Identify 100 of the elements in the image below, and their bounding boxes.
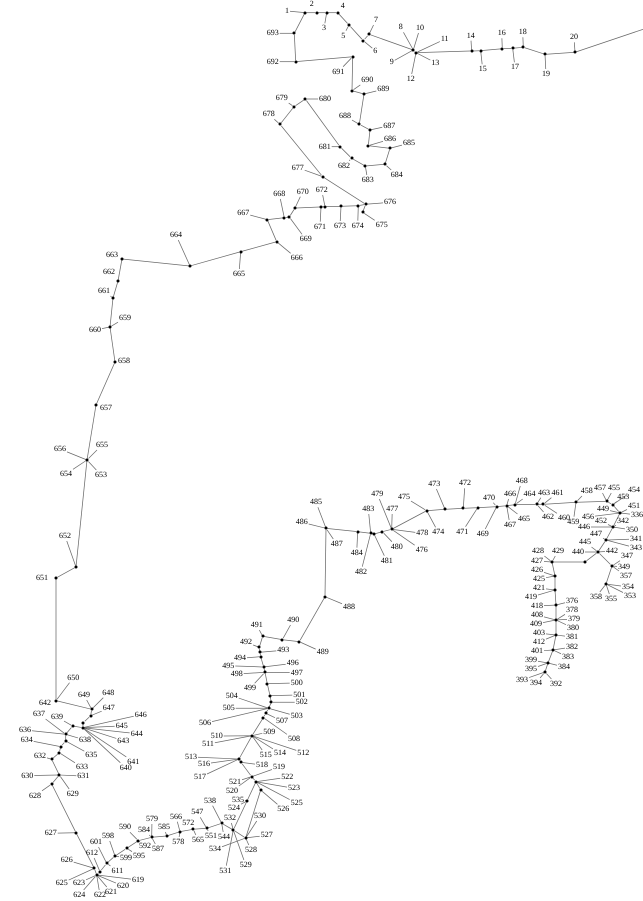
connector-line xyxy=(544,502,575,505)
point-label: 691 xyxy=(332,68,344,76)
point-label: 684 xyxy=(390,171,403,179)
point-label: 429 xyxy=(552,547,564,555)
connector-line xyxy=(546,635,555,640)
connector-line xyxy=(200,816,206,828)
point-label: 412 xyxy=(533,638,545,646)
connector-line xyxy=(266,714,276,718)
connector-line xyxy=(538,590,554,596)
connector-line xyxy=(549,663,558,666)
connector-line xyxy=(242,776,251,780)
connector-line xyxy=(113,282,118,297)
point-label: 453 xyxy=(617,492,630,500)
connector-line xyxy=(320,208,322,222)
point-label: 5 xyxy=(341,32,346,40)
point-label: 459 xyxy=(567,518,580,526)
connector-line xyxy=(338,14,348,24)
connector-line xyxy=(544,556,551,562)
connector-line xyxy=(356,532,358,548)
connector-line xyxy=(368,131,370,145)
point-label: 470 xyxy=(483,494,495,502)
point-label: 638 xyxy=(79,736,91,744)
connector-line xyxy=(392,529,416,533)
connector-line xyxy=(362,205,366,212)
connector-line xyxy=(102,326,109,329)
connector-line xyxy=(478,506,496,508)
point-label: 647 xyxy=(102,704,115,712)
point-label: 421 xyxy=(533,584,545,592)
connector-line xyxy=(57,567,75,578)
point-label: 378 xyxy=(566,606,578,614)
point-label: 643 xyxy=(117,736,130,745)
connector-line xyxy=(266,709,268,712)
connector-line xyxy=(374,535,385,556)
connector-line xyxy=(98,846,106,862)
connector-line xyxy=(234,802,247,829)
point-label: 649 xyxy=(78,691,90,699)
connector-line xyxy=(83,876,96,890)
connector-line xyxy=(268,682,290,684)
connector-line xyxy=(326,206,340,208)
connector-line xyxy=(148,834,151,836)
point-label: 473 xyxy=(428,480,440,488)
point-label: 601 xyxy=(90,838,102,846)
connector-line xyxy=(68,868,94,880)
connector-line xyxy=(470,40,472,50)
connector-line xyxy=(427,512,436,528)
point-label: 504 xyxy=(226,692,238,700)
connector-line xyxy=(599,585,606,592)
connector-line xyxy=(482,48,502,51)
point-label: 409 xyxy=(530,620,542,628)
connector-line xyxy=(503,48,512,49)
connector-line xyxy=(264,664,286,668)
point-label: 642 xyxy=(39,699,51,707)
point-label: 17 xyxy=(511,63,519,72)
connector-line xyxy=(252,778,256,781)
connector-line xyxy=(594,512,619,516)
connector-line xyxy=(506,498,509,505)
connector-line xyxy=(577,496,582,502)
connector-line xyxy=(66,727,72,734)
connector-line xyxy=(86,700,92,708)
connector-line xyxy=(66,734,78,738)
connector-line xyxy=(598,541,606,551)
connector-line xyxy=(272,702,296,703)
connector-line xyxy=(98,876,108,888)
connector-line xyxy=(591,546,597,552)
connector-line xyxy=(223,735,251,736)
point-label: 632 xyxy=(34,752,46,760)
point-label: 457 xyxy=(594,484,606,492)
connector-line xyxy=(222,824,232,830)
point-label: 341 xyxy=(630,535,642,543)
point-label: 512 xyxy=(297,748,310,757)
connector-line xyxy=(394,50,412,61)
connector-line xyxy=(538,660,547,664)
connector-line xyxy=(212,805,222,822)
connector-line xyxy=(352,58,354,90)
point-label: 521 xyxy=(229,778,241,786)
connector-line xyxy=(544,572,554,576)
connector-line xyxy=(308,524,325,528)
point-label: 14 xyxy=(466,32,475,40)
connector-line xyxy=(614,524,616,526)
connector-line xyxy=(514,47,522,49)
connector-line xyxy=(296,206,320,208)
connector-line xyxy=(52,776,58,783)
connector-line xyxy=(324,177,365,204)
connector-line xyxy=(557,634,566,636)
point-label: 578 xyxy=(172,838,184,846)
point-label: 490 xyxy=(287,616,300,624)
point-label: 347 xyxy=(621,552,633,560)
point-label: 440 xyxy=(572,548,584,556)
point-label: 484 xyxy=(350,548,363,557)
point-label: 657 xyxy=(100,404,112,412)
point-label: 654 xyxy=(60,470,72,478)
connector-line xyxy=(375,532,382,534)
connector-line xyxy=(191,252,240,266)
connector-line xyxy=(552,556,556,561)
connector-line xyxy=(73,862,94,868)
connector-line xyxy=(32,730,65,735)
connector-line xyxy=(410,500,426,510)
point-label: 19 xyxy=(542,70,550,78)
connector-line xyxy=(96,363,115,404)
point-label: 590 xyxy=(119,823,131,832)
